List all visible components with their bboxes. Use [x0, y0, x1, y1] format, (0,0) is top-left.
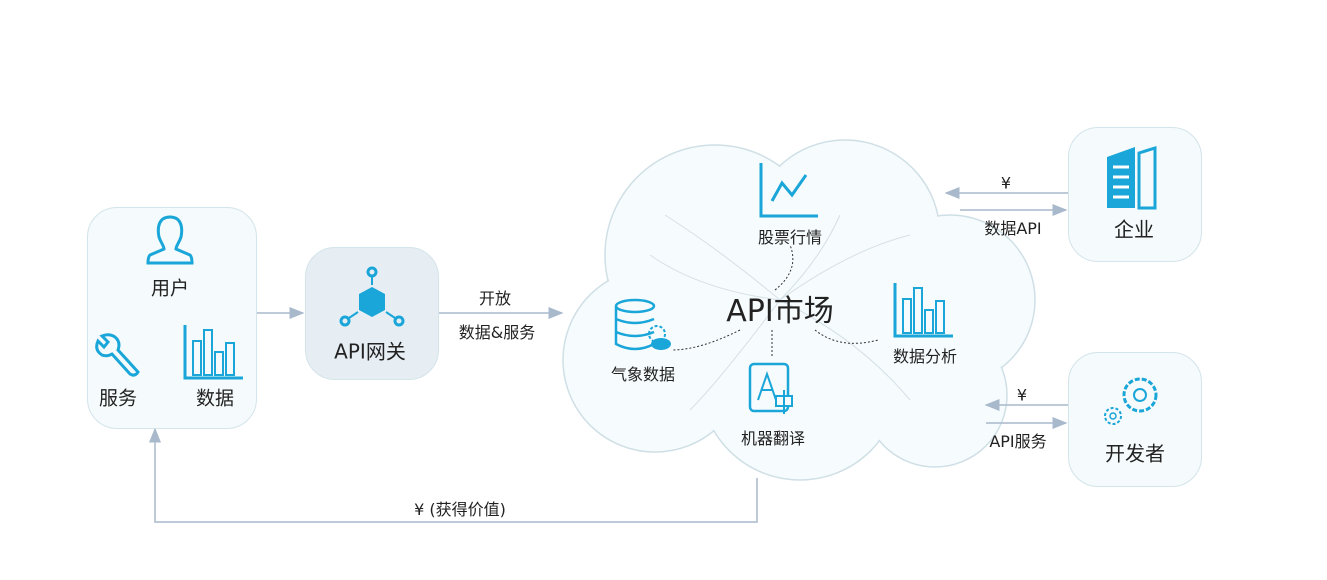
api-service-label: API服务	[989, 432, 1047, 451]
service-label: 服务	[98, 387, 138, 410]
users-box	[87, 207, 257, 429]
developer-pay-label: ¥	[1016, 385, 1028, 405]
analytics-chart-icon	[893, 283, 953, 338]
open-label: 开放	[478, 289, 512, 308]
wrench-icon	[95, 333, 140, 377]
translation-icon	[748, 362, 793, 414]
user-icon	[146, 215, 194, 265]
enterprise-label: 企业	[1114, 217, 1154, 242]
weather-database-icon	[614, 298, 671, 351]
gateway-icon	[339, 266, 405, 327]
bar-chart-icon	[183, 325, 243, 380]
market-item-weather: 气象数据	[610, 365, 676, 384]
market-item-translation: 机器翻译	[740, 429, 806, 448]
developer-label: 开发者	[1105, 441, 1165, 466]
value-return-label: ¥ (获得价值)	[414, 500, 506, 519]
market-item-stock: 股票行情	[757, 228, 823, 247]
market-title: API市场	[726, 294, 834, 329]
market-item-analytics: 数据分析	[892, 347, 958, 366]
developer-box	[1068, 352, 1202, 487]
cloud-flow-lines	[649, 214, 911, 411]
building-icon	[1107, 145, 1157, 210]
stock-chart-icon	[759, 163, 818, 218]
arrow-value-return	[149, 427, 758, 523]
data-api-label: 数据API	[984, 219, 1042, 238]
gateway-label: API网关	[334, 339, 406, 364]
cloud-dotted-links	[671, 244, 879, 358]
enterprise-pay-label: ¥	[1000, 173, 1012, 193]
data-service-label: 数据&服务	[458, 323, 536, 342]
gears-icon	[1104, 377, 1158, 425]
data-label: 数据	[195, 387, 235, 410]
user-label: 用户	[150, 277, 190, 300]
